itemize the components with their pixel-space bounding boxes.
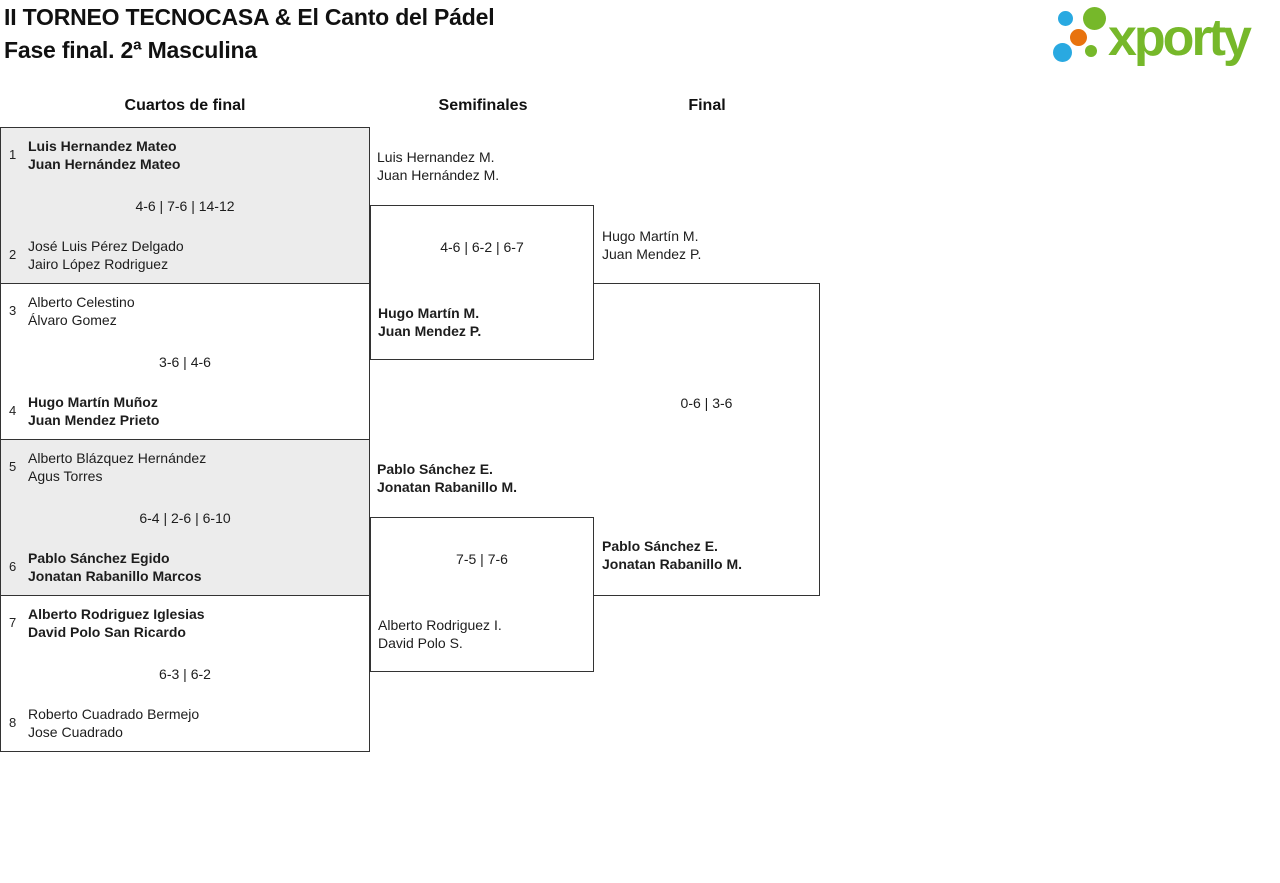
semifinal-1-team-top: Luis Hernandez M. Juan Hernández M. [377, 148, 499, 184]
match-score: 6-4 | 2-6 | 6-10 [139, 509, 231, 526]
player-name: Jonatan Rabanillo M. [377, 479, 518, 495]
final-team-bottom: Pablo Sánchez E. Jonatan Rabanillo M. [602, 537, 742, 573]
player-name: Hugo Martín M. [378, 305, 480, 321]
team-pair: Pablo Sánchez Egido Jonatan Rabanillo Ma… [28, 549, 201, 585]
logo-dot-green-large-icon [1083, 7, 1106, 30]
final-match[interactable]: 0-6 | 3-6 Pablo Sánchez E. Jonatan Raban… [594, 283, 820, 596]
seed-number: 8 [9, 715, 17, 730]
match-score: 7-5 | 7-6 [456, 551, 508, 567]
match-score: 4-6 | 6-2 | 6-7 [440, 239, 524, 255]
player-name: Jonatan Rabanillo Marcos [28, 568, 202, 584]
player-name: Jonatan Rabanillo M. [602, 556, 743, 572]
logo-dot-blue-large-icon [1053, 43, 1072, 62]
team-pair: Roberto Cuadrado Bermejo Jose Cuadrado [28, 705, 199, 741]
quarterfinal-match-4[interactable]: 7 Alberto Rodriguez Iglesias David Polo … [0, 595, 370, 752]
seed-number: 2 [9, 247, 17, 262]
semifinal-match-1[interactable]: 4-6 | 6-2 | 6-7 Hugo Martín M. Juan Mend… [370, 205, 594, 360]
semifinal-2-team-bottom: Alberto Rodriguez I. David Polo S. [378, 616, 502, 652]
team-pair: José Luis Pérez Delgado Jairo López Rodr… [28, 237, 184, 273]
round-header-semifinals: Semifinales [438, 97, 528, 114]
player-name: Juan Mendez P. [602, 246, 702, 262]
quarterfinal-match-3[interactable]: 5 Alberto Blázquez Hernández Agus Torres… [0, 439, 370, 596]
final-team-top: Hugo Martín M. Juan Mendez P. [602, 227, 701, 263]
player-name: Juan Hernández Mateo [28, 156, 181, 172]
player-name: José Luis Pérez Delgado [28, 238, 184, 254]
quarterfinal-match-2[interactable]: 3 Alberto Celestino Álvaro Gomez 3-6 | 4… [0, 283, 370, 440]
round-header-quarterfinals: Cuartos de final [124, 97, 246, 114]
team-pair: Hugo Martín Muñoz Juan Mendez Prieto [28, 393, 159, 429]
player-name: Agus Torres [28, 468, 103, 484]
seed-number: 6 [9, 559, 17, 574]
quarterfinals-column: 1 Luis Hernandez Mateo Juan Hernández Ma… [0, 127, 370, 752]
phase-category: Fase final. 2ª Masculina [4, 37, 257, 63]
team-pair: Alberto Blázquez Hernández Agus Torres [28, 449, 206, 485]
logo-dot-orange-icon [1070, 29, 1087, 46]
match-score: 6-3 | 6-2 [159, 665, 211, 682]
player-name: Luis Hernandez Mateo [28, 138, 177, 154]
semifinal-match-2[interactable]: 7-5 | 7-6 Alberto Rodriguez I. David Pol… [370, 517, 594, 672]
player-name: Roberto Cuadrado Bermejo [28, 706, 200, 722]
player-name: Álvaro Gomez [28, 312, 117, 328]
semifinal-1-team-bottom: Hugo Martín M. Juan Mendez P. [378, 304, 481, 340]
player-name: Jose Cuadrado [28, 724, 123, 740]
team-pair: Alberto Celestino Álvaro Gomez [28, 293, 135, 329]
team-pair: Luis Hernandez Mateo Juan Hernández Mate… [28, 137, 180, 173]
player-name: Pablo Sánchez E. [602, 538, 718, 554]
match-score: 0-6 | 3-6 [680, 395, 733, 411]
player-name: Hugo Martín Muñoz [28, 394, 158, 410]
seed-number: 1 [9, 147, 17, 162]
logo-dot-blue-small-icon [1058, 11, 1073, 26]
logo-wordmark: xporty [1108, 9, 1252, 67]
player-name: Hugo Martín M. [602, 228, 699, 244]
tournament-name: II TORNEO TECNOCASA & El Canto del Pádel [4, 4, 495, 30]
match-score: 4-6 | 7-6 | 14-12 [135, 197, 235, 214]
seed-number: 4 [9, 403, 17, 418]
player-name: Alberto Celestino [28, 294, 135, 310]
seed-number: 5 [9, 459, 17, 474]
player-name: Alberto Rodriguez I. [378, 617, 502, 633]
player-name: Juan Hernández M. [377, 167, 500, 183]
player-name: Alberto Blázquez Hernández [28, 450, 207, 466]
seed-number: 3 [9, 303, 17, 318]
player-name: Luis Hernandez M. [377, 149, 495, 165]
round-header-final: Final [688, 97, 726, 114]
player-name: David Polo San Ricardo [28, 624, 186, 640]
quarterfinal-match-1[interactable]: 1 Luis Hernandez Mateo Juan Hernández Ma… [0, 127, 370, 284]
player-name: Juan Mendez P. [378, 323, 482, 339]
match-score: 3-6 | 4-6 [159, 353, 211, 370]
page-title: II TORNEO TECNOCASA & El Canto del Pádel… [4, 1, 495, 67]
logo-dot-green-small-icon [1085, 45, 1097, 57]
player-name: Jairo López Rodriguez [28, 256, 169, 272]
player-name: Pablo Sánchez E. [377, 461, 493, 477]
player-name: Pablo Sánchez Egido [28, 550, 170, 566]
xporty-logo[interactable]: xporty [1050, 5, 1278, 71]
team-pair: Alberto Rodriguez Iglesias David Polo Sa… [28, 605, 205, 641]
semifinal-2-team-top: Pablo Sánchez E. Jonatan Rabanillo M. [377, 460, 517, 496]
seed-number: 7 [9, 615, 17, 630]
player-name: Juan Mendez Prieto [28, 412, 160, 428]
player-name: Alberto Rodriguez Iglesias [28, 606, 205, 622]
player-name: David Polo S. [378, 635, 463, 651]
